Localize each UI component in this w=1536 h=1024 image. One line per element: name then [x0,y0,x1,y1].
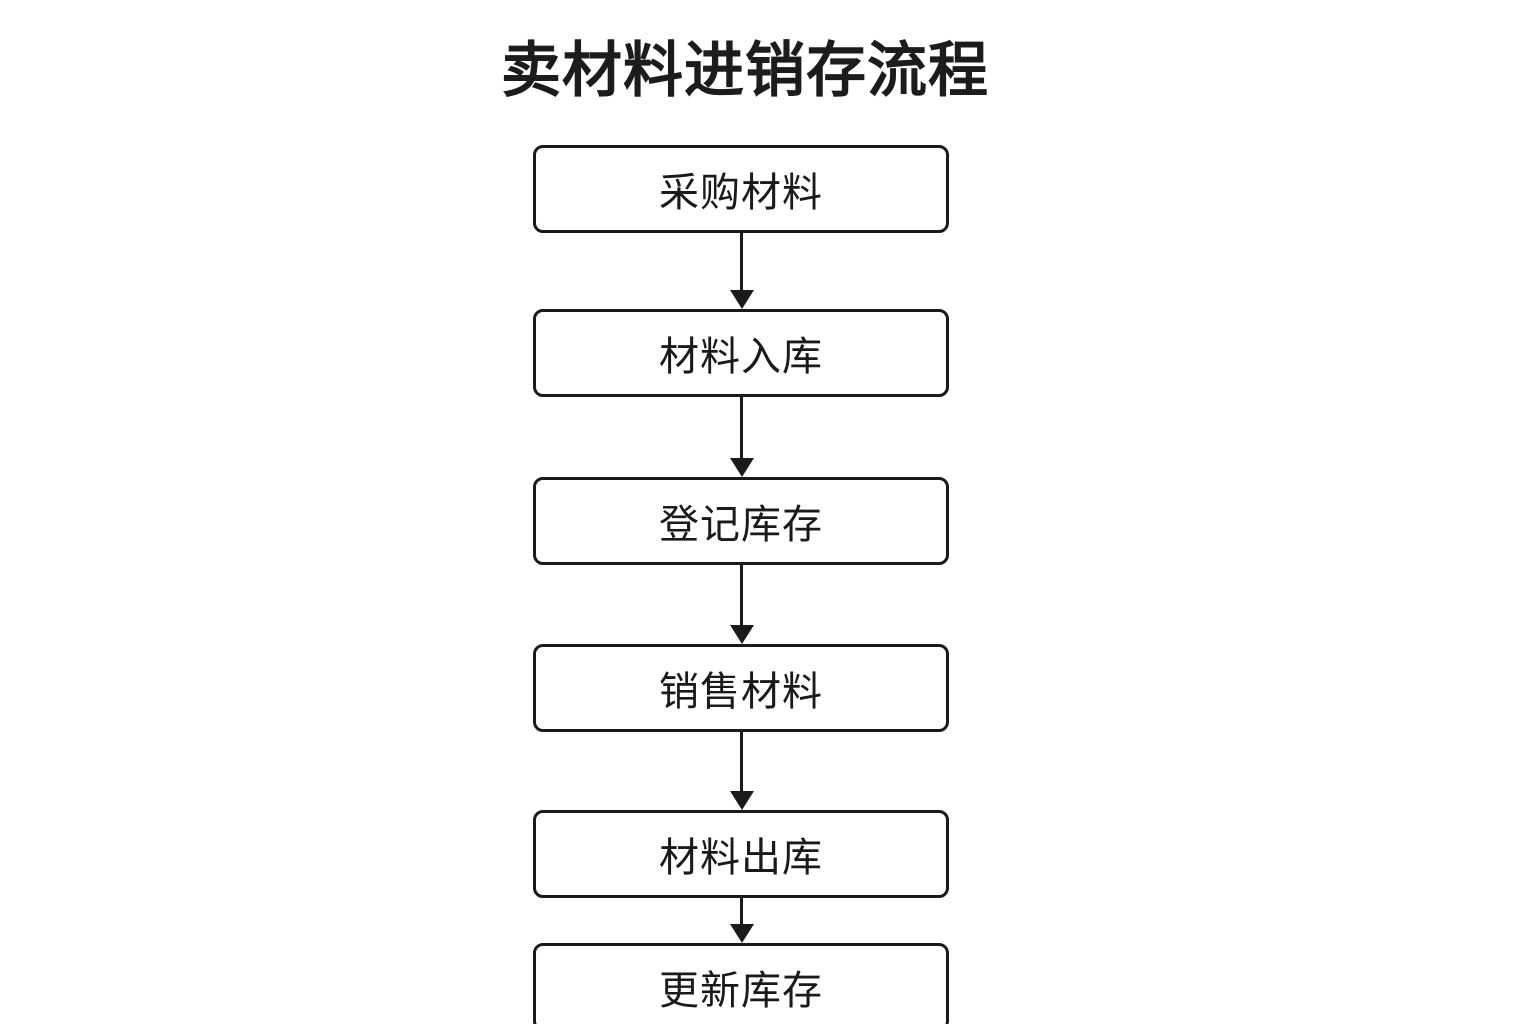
node-materials-inbound: 材料入库 [533,309,949,397]
arrowhead-down-icon [730,458,754,477]
flow-arrow-1 [730,233,754,309]
arrow-line [740,233,743,297]
arrow-line [740,397,743,465]
node-label: 登记库存 [659,503,823,547]
arrow-line [740,732,743,798]
flow-arrow-4 [730,732,754,810]
arrow-line [740,565,743,632]
arrowhead-down-icon [730,625,754,644]
node-sell-materials: 销售材料 [533,644,949,732]
node-update-inventory: 更新库存 [533,943,949,1024]
diagram-title: 卖材料进销存流程 [501,37,989,104]
flow-arrow-3 [730,565,754,644]
arrow-line [740,898,743,931]
node-label: 更新库存 [659,969,823,1013]
node-materials-outbound: 材料出库 [533,810,949,898]
node-label: 材料入库 [659,335,823,379]
node-register-inventory: 登记库存 [533,477,949,565]
node-label: 销售材料 [659,670,823,714]
flow-arrow-2 [730,397,754,477]
node-purchase-materials: 采购材料 [533,145,949,233]
node-label: 采购材料 [659,171,823,215]
arrowhead-down-icon [730,791,754,810]
arrowhead-down-icon [730,290,754,309]
node-label: 材料出库 [659,836,823,880]
flow-arrow-5 [730,898,754,943]
arrowhead-down-icon [730,924,754,943]
